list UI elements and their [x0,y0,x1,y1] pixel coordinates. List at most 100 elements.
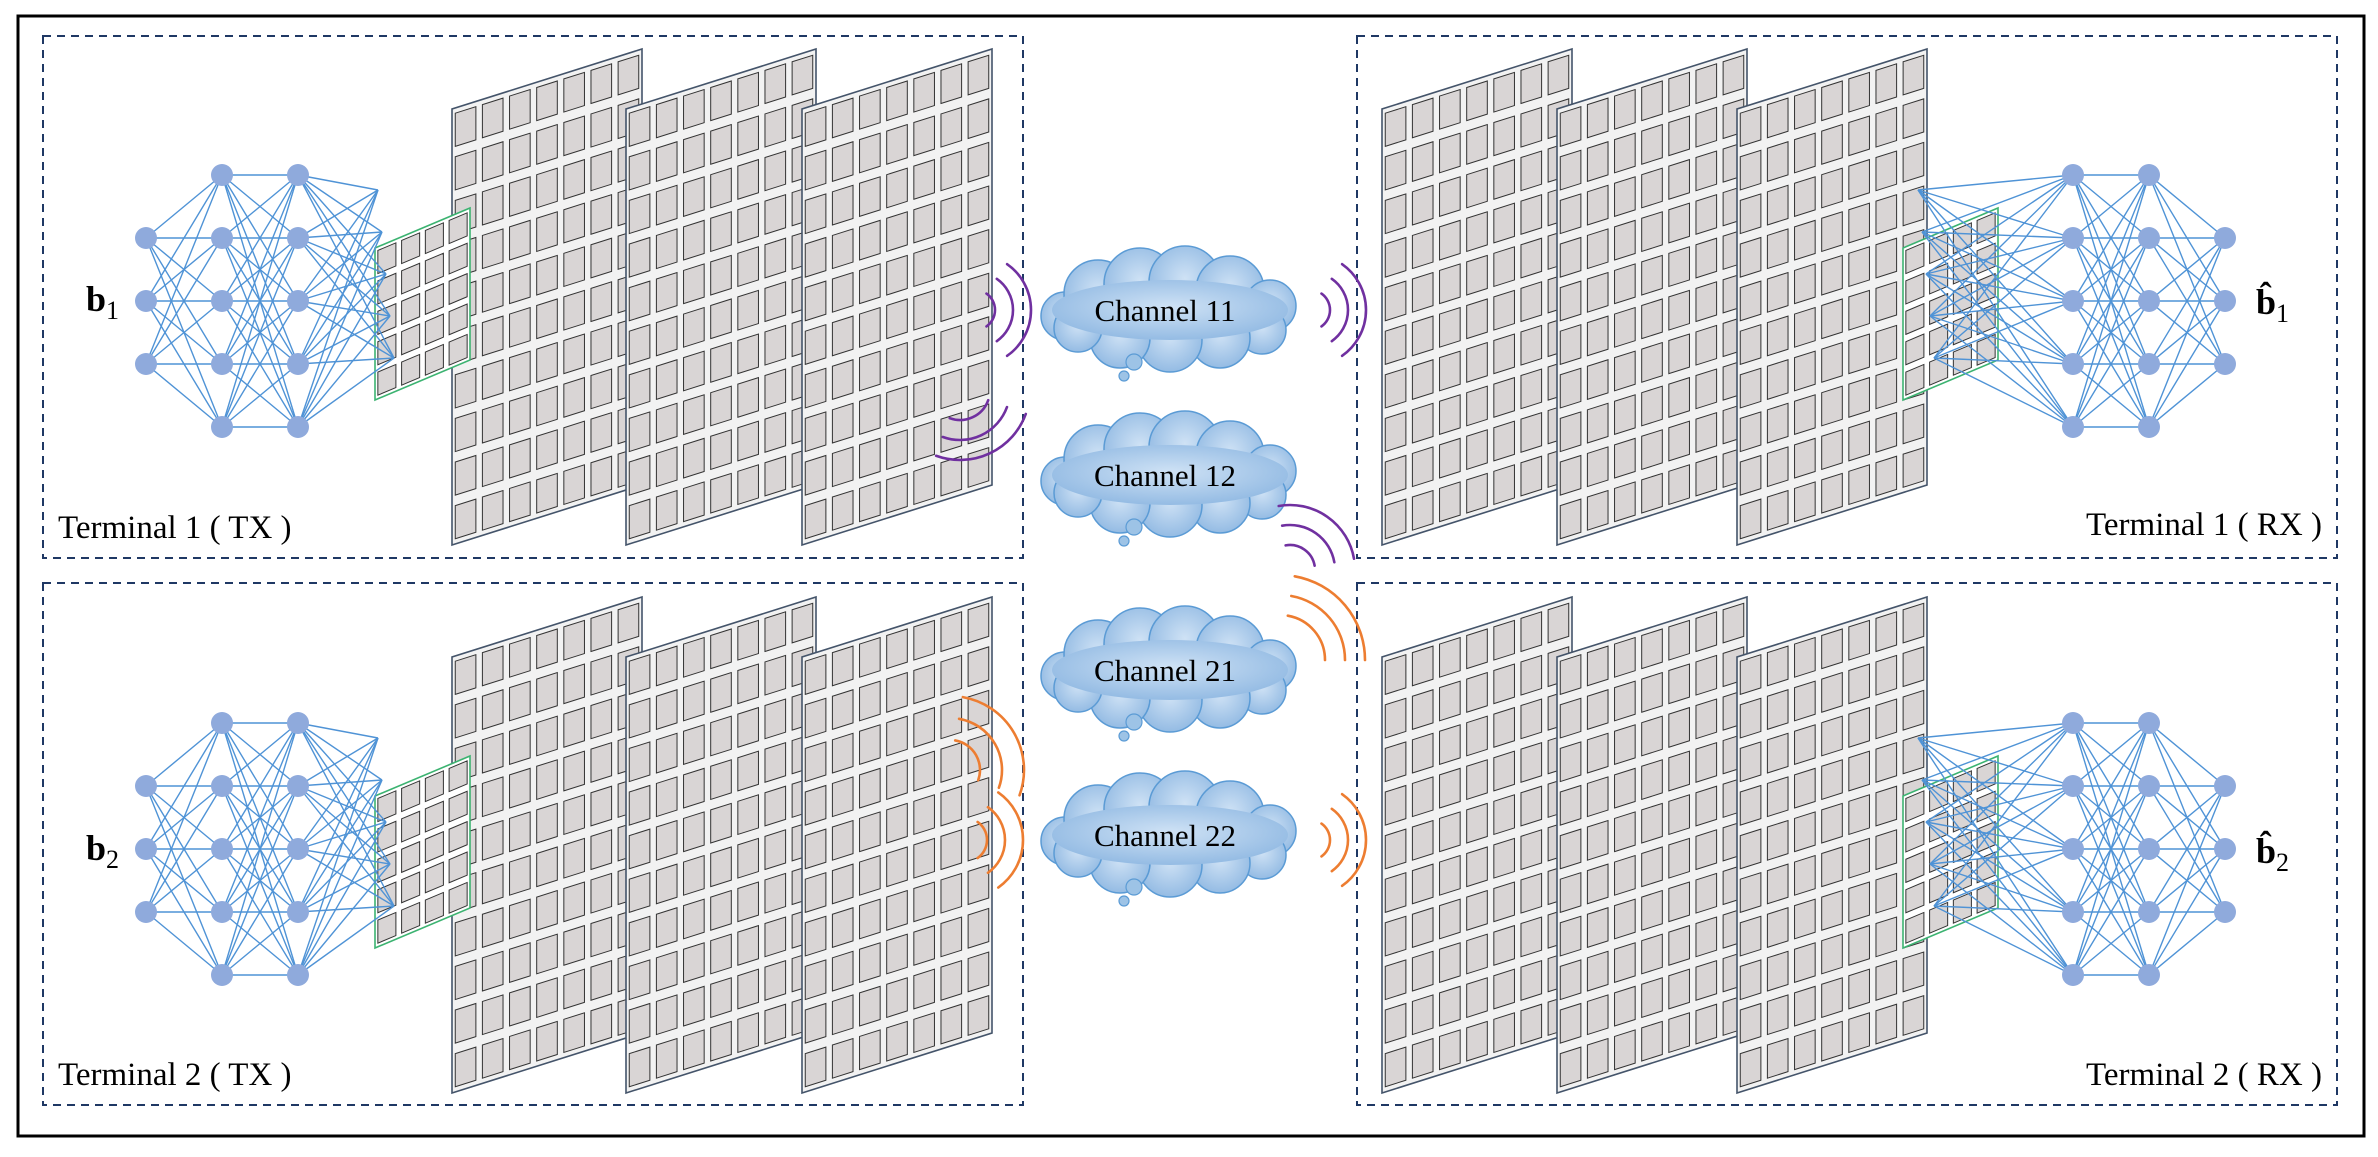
terminal-1-tx-metasurface-3-cell [886,80,908,122]
terminal-1-tx-metasurface-1-cell [481,228,504,270]
terminal-1-tx-metasurface-2-cell [710,167,732,209]
terminal-2-tx-input-layer-frame [374,754,471,950]
terminal-2-rx-metasurface-1-cell [1493,750,1515,792]
wave-arc [1320,822,1332,858]
terminal-2-rx-net-edge [1933,722,2074,907]
terminal-1-tx-metasurface-2-cell [737,246,759,288]
terminal-2-tx-metasurface-3 [801,595,993,1095]
terminal-1-tx-metasurface-2-cell [628,367,651,409]
terminal-1-tx-metasurface-1-cell [481,271,504,313]
terminal-2-rx-output-layer-cell [1905,850,1925,884]
terminal-1-tx-net-edge [145,237,223,365]
terminal-1-rx-metasurface-2-cell [1668,333,1690,375]
terminal-1-tx-metasurface-3-cell [967,228,990,270]
terminal-1-rx-metasurface-3-cell [1875,455,1898,497]
terminal-1-tx-net-node [135,227,157,249]
terminal-2-rx-metasurface-1-frame [1381,595,1573,1095]
terminal-2-tx-metasurface-3-cell [886,889,908,931]
terminal-1-tx-metasurface-3-cell [831,141,854,183]
terminal-2-tx-metasurface-1-cell [563,794,585,836]
terminal-2-tx-input-layer [374,754,471,950]
terminal-1-tx-net-edge [297,174,383,233]
terminal-1-rx-metasurface-2-cell [1586,489,1609,531]
terminal-2-rx-metasurface-2-cell [1614,985,1636,1027]
terminal-1-tx-metasurface-1-cell [536,341,558,383]
wave-t2-tx-c22 [976,791,1025,889]
terminal-1-rx-metasurface-3-cell [1766,402,1789,444]
terminal-1-tx-net-edge [297,357,395,428]
terminal-2-rx-metasurface-3-cell [1821,846,1843,888]
terminal-1-tx-metasurface-3-cell [913,202,935,244]
terminal-1-rx-net-edge [1921,231,2074,239]
terminal-2-tx-metasurface-2-cell [764,698,787,740]
terminal-2-rx-metasurface-3-cell [1875,872,1898,914]
terminal-2-tx-input-layer-cell [448,881,468,914]
terminal-2-tx-metasurface-2-cell [683,724,705,766]
terminal-1-tx-input-layer-cell [448,212,468,245]
terminal-1-tx-metasurface-2-cell [764,368,787,410]
terminal-2-rx-metasurface-3-cell [1739,959,1762,1001]
terminal-1-rx-metasurface-2-cell [1668,420,1690,462]
wave-arc [1293,574,1367,662]
terminal-2-tx-metasurface-1-cell [509,811,531,853]
terminal-2-rx-metasurface-2-cell [1668,881,1690,923]
terminal-2-tx-input-layer-cell [448,851,468,884]
terminal-2-rx-metasurface-1-cell [1411,689,1434,731]
terminal-2-tx-metasurface-3-cell [967,733,990,775]
terminal-2-rx-metasurface-3-cell [1739,1002,1762,1044]
terminal-2-tx-metasurface-3-cell [831,994,854,1036]
terminal-1-tx-metasurface-1-cell [454,411,477,453]
terminal-2-rx-metasurface-3-cell [1875,785,1898,827]
terminal-1-tx-metasurface-2-cell [655,184,678,226]
terminal-1-rx-metasurface-2-cell [1641,472,1663,514]
terminal-2-rx-metasurface-1-cell [1384,959,1407,1001]
terminal-1-tx-net-edge [297,231,383,302]
terminal-1-rx-metasurface-3-cell [1794,176,1816,218]
terminal-2-rx-metasurface-3-cell [1766,776,1789,818]
terminal-1-rx-net-node [2062,164,2084,186]
terminal-2-tx-metasurface-3-cell [859,811,881,853]
terminal-1-rx-metasurface-1-cell [1493,333,1515,375]
terminal-1-tx-metasurface-1-cell [481,489,504,531]
terminal-2-rx-metasurface-1-cell [1384,1002,1407,1044]
terminal-1-rx-net-edge [1929,300,2074,317]
terminal-1-tx-metasurface-2-cell [683,88,705,130]
terminal-2-rx-metasurface-2-cell [1586,907,1609,949]
terminal-1-tx-metasurface-1-cell [481,446,504,488]
terminal-1-tx-net-edge [297,231,383,428]
channel-12-cloud-label: Channel 12 [1094,458,1236,493]
terminal-2-rx-metasurface-2-cell [1668,750,1690,792]
terminal-2-tx-metasurface-1-cell [481,1037,504,1079]
terminal-1-tx-metasurface-2-cell [683,350,705,392]
terminal-2-tx-metasurface-1-cell [590,829,613,871]
channel-22-cloud: Channel 22 [1040,770,1297,907]
terminal-1-rx-metasurface-3-cell [1848,420,1870,462]
terminal-1-tx-net-edge [221,174,299,365]
terminal-2-rx-metasurface-3-cell [1794,636,1816,678]
terminal-2-tx-metasurface-1-cell [563,881,585,923]
terminal-2-tx-metasurface-1-cell [536,846,558,888]
terminal-2-rx-metasurface-1-cell [1439,767,1461,809]
terminal-2-tx-metasurface-2-cell [655,732,678,774]
terminal-1-rx-metasurface-3-cell [1739,106,1762,148]
terminal-2-rx-metasurface-2-cell [1641,628,1663,670]
terminal-1-rx-metasurface-1-cell [1466,341,1488,383]
terminal-2-rx-output-layer-cell [1905,881,1925,914]
terminal-1-rx-metasurface-3-cell [1766,184,1789,226]
terminal-2-rx-metasurface-1-cell [1520,698,1543,740]
wave-arc [1340,792,1368,888]
terminal-2-tx-metasurface-2-cell [683,942,705,984]
terminal-2-tx-metasurface-1-cell [563,706,585,748]
terminal-1-tx-net-edge [145,174,223,302]
terminal-2-tx-net-edge [297,821,387,976]
terminal-2-rx-net-edge [2072,911,2150,976]
terminal-1-tx-metasurface-3-cell [804,411,827,453]
terminal-2-tx-metasurface-2-cell [683,811,705,853]
terminal-1-tx-metasurface-2-cell [683,437,705,479]
terminal-2-rx-net-edge [1925,821,2074,976]
cloud-tail-2 [1118,370,1130,382]
terminal-1-tx-metasurface-2-cell [737,289,759,331]
terminal-1-rx-net-edge [2072,174,2150,239]
terminal-2-rx-net-edge [1917,737,2074,787]
terminal-2-tx-metasurface-2-cell [764,785,787,827]
